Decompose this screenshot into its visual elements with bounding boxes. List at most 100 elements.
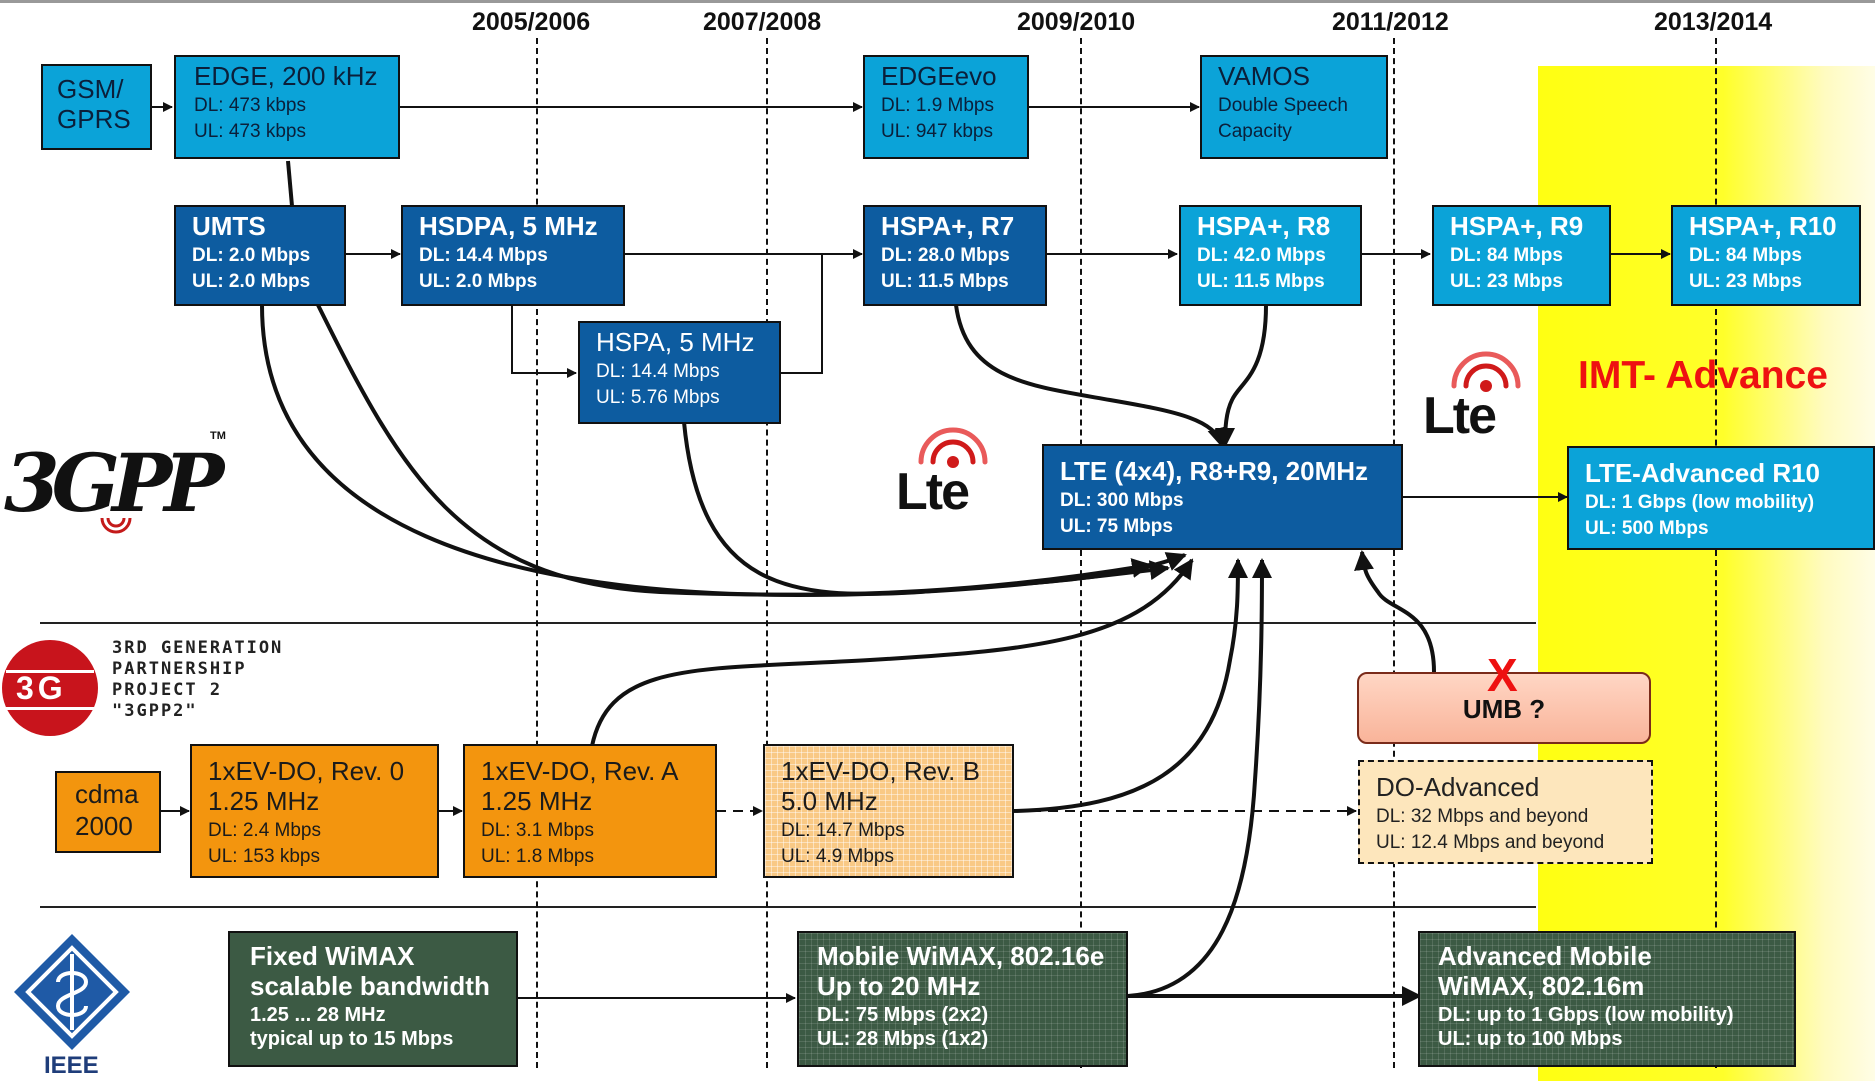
box-hspa: HSPA, 5 MHz DL: 14.4 Mbps UL: 5.76 Mbps xyxy=(578,321,781,424)
box-lte-dl: DL: 300 Mbps xyxy=(1060,490,1184,511)
box-edgeevo-title: EDGEevo xyxy=(881,61,997,91)
box-umts-title: UMTS xyxy=(192,211,266,241)
box-evdo-revb: 1xEV-DO, Rev. B 5.0 MHz DL: 14.7 Mbps UL… xyxy=(763,744,1014,878)
threegpp2-badge: 3G xyxy=(2,640,98,736)
box-edgeevo-ul: UL: 947 kbps xyxy=(881,121,993,142)
box-hsdpa-ul: UL: 2.0 Mbps xyxy=(419,271,538,292)
box-gsm-title: GSM/ xyxy=(57,74,124,104)
box-lte-title: LTE (4x4), R8+R9, 20MHz xyxy=(1060,456,1369,486)
box-fixed-wimax: Fixed WiMAX scalable bandwidth 1.25 ... … xyxy=(228,931,518,1067)
box-edge: EDGE, 200 kHz DL: 473 kbps UL: 473 kbps xyxy=(174,55,400,159)
box-wimaxadv-line2: WiMAX, 802.16m xyxy=(1438,971,1645,1001)
box-edgeevo: EDGEevo DL: 1.9 Mbps UL: 947 kbps xyxy=(863,55,1029,159)
box-evdo0-title: 1xEV-DO, Rev. 0 xyxy=(208,756,405,786)
box-hspa-r10-dl: DL: 84 Mbps xyxy=(1689,245,1802,266)
curve-hspa-lte xyxy=(682,421,1187,596)
top-border xyxy=(0,0,1875,3)
arrow-hspa-hspar7 xyxy=(780,254,823,374)
box-hspa-plus-r8: HSPA+, R8 DL: 42.0 Mbps UL: 11.5 Mbps xyxy=(1179,205,1362,306)
box-doadv-ul: UL: 12.4 Mbps and beyond xyxy=(1376,832,1605,853)
year-label-2005-2006: 2005/2006 xyxy=(472,8,591,36)
box-doadv-title: DO-Advanced xyxy=(1376,772,1540,802)
box-hsdpa: HSDPA, 5 MHz DL: 14.4 Mbps UL: 2.0 Mbps xyxy=(401,205,625,306)
box-evdob-dl: DL: 14.7 Mbps xyxy=(781,820,905,841)
box-gsm-line2: GPRS xyxy=(57,104,131,134)
year-label-2013-2014: 2013/2014 xyxy=(1654,8,1773,36)
box-evdo-reva: 1xEV-DO, Rev. A 1.25 MHz DL: 3.1 Mbps UL… xyxy=(463,744,717,878)
box-wimaxmobile-title: Mobile WiMAX, 802.16e xyxy=(817,941,1105,971)
box-lte: LTE (4x4), R8+R9, 20MHz DL: 300 Mbps UL:… xyxy=(1042,444,1403,550)
threegpp-logo: 3GPP TM xyxy=(0,428,240,538)
threegpp-logo-text: 3GPP xyxy=(4,436,224,530)
box-hspa-r9-ul: UL: 23 Mbps xyxy=(1450,271,1563,292)
curve-hspar7-lte xyxy=(954,304,1227,448)
year-line-2013 xyxy=(1715,38,1717,1068)
box-wimaxfixed-title: Fixed WiMAX xyxy=(250,941,415,971)
threegpp2-name-line2: PARTNERSHIP xyxy=(112,659,247,679)
box-lte-advanced: LTE-Advanced R10 DL: 1 Gbps (low mobilit… xyxy=(1567,446,1875,550)
year-line-2005 xyxy=(536,38,538,1068)
box-evdoa-title: 1xEV-DO, Rev. A xyxy=(481,756,679,786)
box-cdma-title: cdma xyxy=(75,779,139,809)
box-umb-title: UMB ? xyxy=(1462,694,1546,724)
ieee-logo-text: IEEE xyxy=(44,1052,99,1079)
box-evdoa-dl: DL: 3.1 Mbps xyxy=(481,820,594,841)
box-wimaxadv-dl: DL: up to 1 Gbps (low mobility) xyxy=(1438,1004,1734,1026)
box-hspa-dl: DL: 14.4 Mbps xyxy=(596,361,720,382)
box-lte-adv-dl: DL: 1 Gbps (low mobility) xyxy=(1585,492,1815,513)
box-hspa-ul: UL: 5.76 Mbps xyxy=(596,387,720,408)
year-line-2009 xyxy=(1080,38,1082,1068)
ieee-logo: IEEE xyxy=(8,930,138,1080)
curve-evdoa-lte xyxy=(590,558,1194,747)
lte-advanced-signal-icon xyxy=(1451,351,1521,392)
box-wimaxadv-title: Advanced Mobile xyxy=(1438,941,1652,971)
box-wimaxfixed-line3: 1.25 ... 28 MHz xyxy=(250,1004,386,1026)
curve-hspar8-lte xyxy=(1215,304,1268,448)
threegpp-wave-icon xyxy=(100,517,132,534)
box-wimaxmobile-dl: DL: 75 Mbps (2x2) xyxy=(817,1004,989,1026)
section-divider-3gpp2 xyxy=(40,622,1536,624)
threegpp2-badge-text: 3G xyxy=(16,670,67,706)
box-cdma-line2: 2000 xyxy=(75,811,133,841)
box-evdo0-line2: 1.25 MHz xyxy=(208,786,320,816)
box-hspa-plus-r10: HSPA+, R10 DL: 84 Mbps UL: 23 Mbps xyxy=(1671,205,1861,306)
box-umts: UMTS DL: 2.0 Mbps UL: 2.0 Mbps xyxy=(174,205,346,306)
box-hspa-title: HSPA, 5 MHz xyxy=(596,327,755,357)
box-mobile-wimax: Mobile WiMAX, 802.16e Up to 20 MHz DL: 7… xyxy=(797,931,1128,1067)
lte-logo: Lte xyxy=(885,420,995,521)
box-advanced-mobile-wimax: Advanced Mobile WiMAX, 802.16m DL: up to… xyxy=(1418,931,1796,1067)
box-hsdpa-title: HSDPA, 5 MHz xyxy=(419,211,598,241)
threegpp2-name-line4: "3GPP2" xyxy=(112,701,198,721)
box-edge-dl: DL: 473 kbps xyxy=(194,95,306,116)
threegpp2-logo: 3G 3RD GENERATION PARTNERSHIP PROJECT 2 … xyxy=(0,632,350,742)
lte-advanced-logo-text: Lte xyxy=(1423,387,1497,445)
box-vamos-line1: Double Speech xyxy=(1218,95,1348,116)
box-edgeevo-dl: DL: 1.9 Mbps xyxy=(881,95,994,116)
box-do-advanced: DO-Advanced DL: 32 Mbps and beyond UL: 1… xyxy=(1358,760,1653,864)
box-gsm-gprs: GSM/ GPRS xyxy=(41,64,152,150)
threegpp2-name-line1: 3RD GENERATION xyxy=(112,638,284,658)
year-line-2011 xyxy=(1393,38,1395,1068)
box-evdob-title: 1xEV-DO, Rev. B xyxy=(781,756,980,786)
box-vamos-line2: Capacity xyxy=(1218,121,1292,142)
curve-umb-lte xyxy=(1354,550,1436,673)
threegpp2-badge-bar xyxy=(6,670,94,710)
box-vamos: VAMOS Double Speech Capacity xyxy=(1200,55,1388,159)
imt-advance-label: IMT- Advance xyxy=(1578,354,1828,397)
box-hsdpa-dl: DL: 14.4 Mbps xyxy=(419,245,548,266)
threegpp2-name-line3: PROJECT 2 xyxy=(112,680,223,700)
lte-signal-icon xyxy=(918,427,988,468)
box-evdo-rev0: 1xEV-DO, Rev. 0 1.25 MHz DL: 2.4 Mbps UL… xyxy=(190,744,439,878)
section-divider-ieee xyxy=(40,906,1536,908)
ieee-diamond-icon xyxy=(14,934,130,1050)
box-hspa-r7-dl: DL: 28.0 Mbps xyxy=(881,245,1010,266)
curve-wimaxmobile-lte xyxy=(1127,558,1272,998)
box-umb: UMB ? xyxy=(1357,672,1651,744)
box-wimaxfixed-line4: typical up to 15 Mbps xyxy=(250,1028,454,1050)
box-hspa-r10-ul: UL: 23 Mbps xyxy=(1689,271,1802,292)
box-hspa-plus-r9: HSPA+, R9 DL: 84 Mbps UL: 23 Mbps xyxy=(1432,205,1611,306)
box-hspa-r7-title: HSPA+, R7 xyxy=(881,211,1015,241)
box-evdob-line2: 5.0 MHz xyxy=(781,786,878,816)
